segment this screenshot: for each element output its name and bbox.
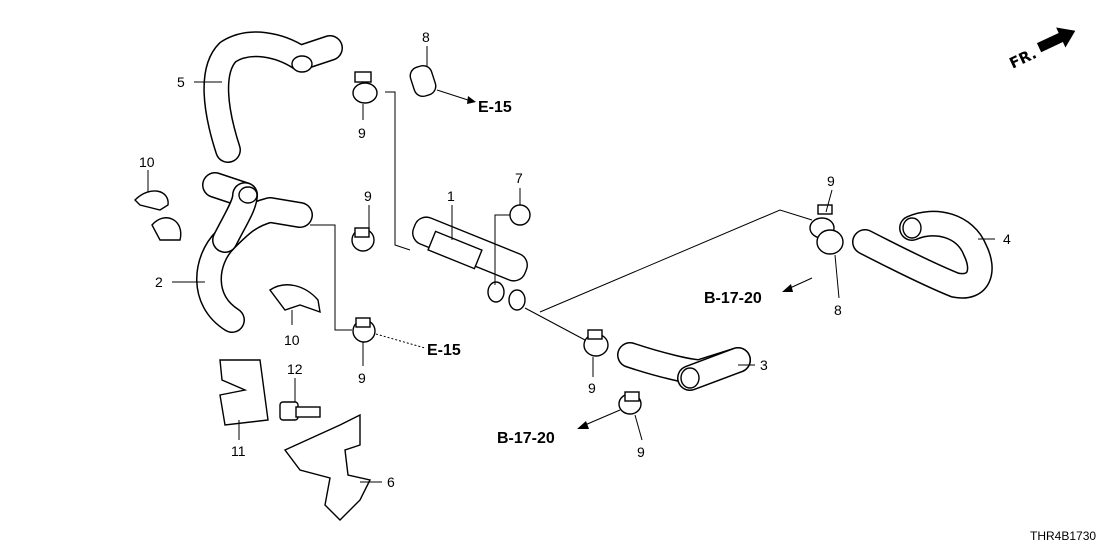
callout-4: 4 xyxy=(1003,231,1011,247)
callout-9: 9 xyxy=(588,380,596,396)
callout-3: 3 xyxy=(760,357,768,373)
hose-2 xyxy=(196,172,313,333)
callout-8: 8 xyxy=(834,302,842,318)
bolt-bracket xyxy=(279,401,372,521)
hose-5 xyxy=(203,31,343,163)
reference-e15[interactable]: E-15 xyxy=(478,99,512,116)
callout-9: 9 xyxy=(827,173,835,189)
leader-lines xyxy=(147,46,995,483)
callout-9: 9 xyxy=(358,125,366,141)
diagram-code: THR4B1730 xyxy=(1030,529,1096,543)
clips xyxy=(134,190,321,426)
callout-6: 6 xyxy=(387,474,395,490)
hose-4 xyxy=(852,210,993,299)
callout-10: 10 xyxy=(139,154,155,170)
arrow-icon xyxy=(1036,27,1076,53)
front-direction-arrow: FR. xyxy=(1007,27,1076,72)
reference-e15[interactable]: E-15 xyxy=(427,342,461,359)
callout-9: 9 xyxy=(358,370,366,386)
callout-11: 11 xyxy=(231,443,246,459)
callout-8: 8 xyxy=(422,29,430,45)
hose-3 xyxy=(617,342,751,391)
reference-b17-20[interactable]: B-17-20 xyxy=(497,430,555,447)
callout-5: 5 xyxy=(177,74,185,90)
callout-12: 12 xyxy=(287,361,303,377)
front-label: FR. xyxy=(1007,44,1040,72)
hose-clamps xyxy=(351,71,844,415)
reference-b17-20[interactable]: B-17-20 xyxy=(704,290,762,307)
callout-10: 10 xyxy=(284,332,300,348)
water-valve-1 xyxy=(412,216,528,311)
grommet-7 xyxy=(509,204,531,226)
callout-7: 7 xyxy=(515,170,523,186)
callout-1: 1 xyxy=(447,188,455,204)
callout-2: 2 xyxy=(155,274,163,290)
clamp-8 xyxy=(409,64,437,98)
callout-9: 9 xyxy=(364,188,372,204)
callout-9: 9 xyxy=(637,444,645,460)
